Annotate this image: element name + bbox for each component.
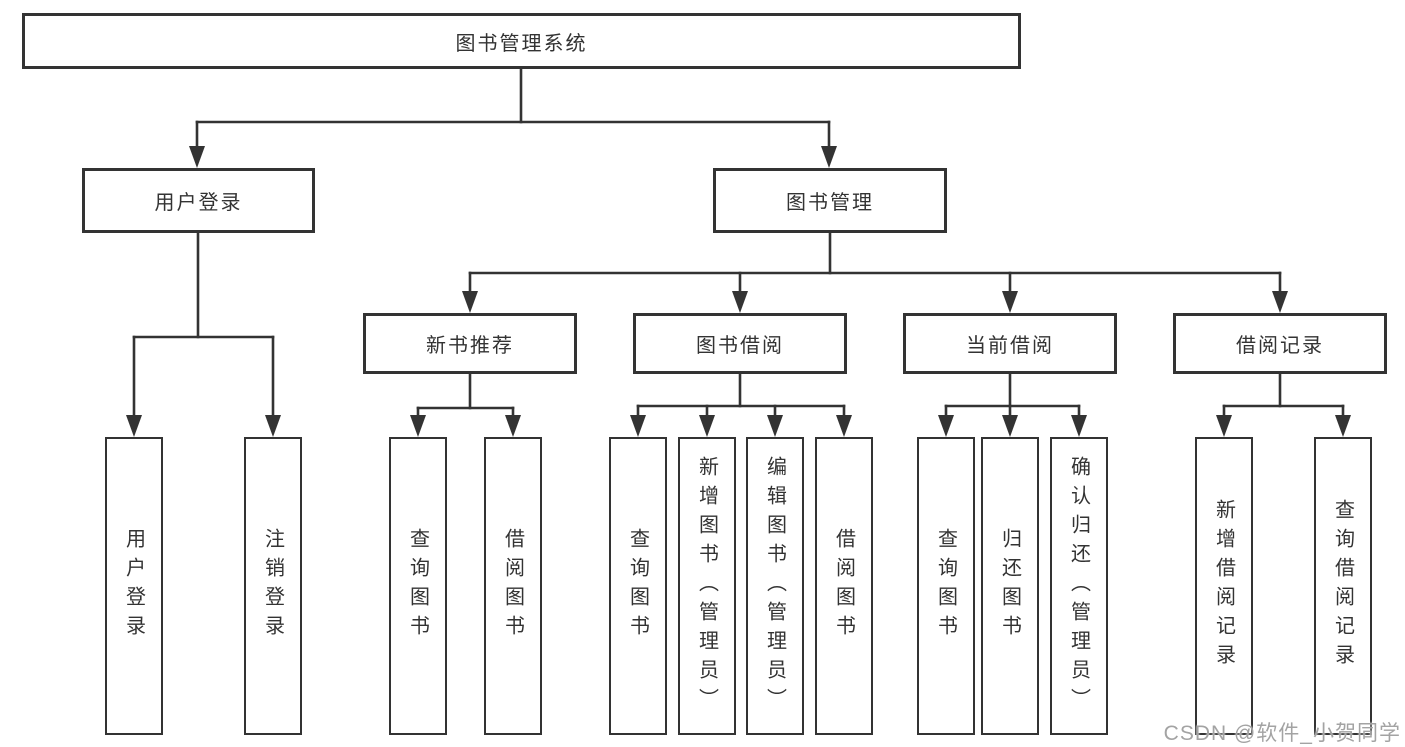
leaf-logout-label: 注销登录 bbox=[261, 528, 284, 644]
leaf-query-books-recommend-label: 查询图书 bbox=[406, 528, 429, 644]
leaf-query-borrow-record: 查询借阅记录 bbox=[1314, 437, 1372, 735]
leaf-borrow-books: 借阅图书 bbox=[815, 437, 873, 735]
node-root: 图书管理系统 bbox=[22, 13, 1021, 69]
leaf-add-borrow-record-label: 新增借阅记录 bbox=[1212, 499, 1235, 673]
leaf-borrow-books-label: 借阅图书 bbox=[832, 528, 855, 644]
leaf-confirm-return-admin: 确认归还（管理员） bbox=[1050, 437, 1108, 735]
node-user-login-label: 用户登录 bbox=[154, 192, 243, 214]
node-new-book-recommend-label: 新书推荐 bbox=[426, 335, 514, 357]
node-root-label: 图书管理系统 bbox=[455, 32, 588, 55]
leaf-edit-book-admin-label: 编辑图书（管理员） bbox=[763, 455, 786, 717]
leaf-query-books-recommend: 查询图书 bbox=[389, 437, 447, 735]
arrowheads bbox=[126, 146, 1351, 437]
leaf-user-login: 用户登录 bbox=[105, 437, 163, 735]
leaf-add-borrow-record: 新增借阅记录 bbox=[1195, 437, 1253, 735]
leaf-edit-book-admin: 编辑图书（管理员） bbox=[746, 437, 804, 735]
leaf-query-books-borrow: 查询图书 bbox=[609, 437, 667, 735]
node-book-borrow-label: 图书借阅 bbox=[696, 335, 784, 357]
leaf-add-book-admin: 新增图书（管理员） bbox=[678, 437, 736, 735]
leaf-query-books-borrow-label: 查询图书 bbox=[626, 528, 649, 644]
csdn-watermark: CSDN @软件_小贺同学 bbox=[1163, 722, 1401, 745]
leaf-query-books-current-label: 查询图书 bbox=[934, 528, 957, 644]
leaf-confirm-return-admin-label: 确认归还（管理员） bbox=[1067, 455, 1090, 717]
node-borrow-records: 借阅记录 bbox=[1173, 313, 1387, 374]
node-user-login: 用户登录 bbox=[82, 168, 315, 233]
leaf-user-login-label: 用户登录 bbox=[122, 528, 145, 644]
leaf-logout: 注销登录 bbox=[244, 437, 302, 735]
node-book-borrow: 图书借阅 bbox=[633, 313, 847, 374]
node-current-borrow: 当前借阅 bbox=[903, 313, 1117, 374]
node-current-borrow-label: 当前借阅 bbox=[966, 335, 1054, 357]
leaf-borrow-books-recommend-label: 借阅图书 bbox=[501, 528, 524, 644]
leaf-return-book-label: 归还图书 bbox=[998, 528, 1021, 644]
leaf-borrow-books-recommend: 借阅图书 bbox=[484, 437, 542, 735]
leaf-query-books-current: 查询图书 bbox=[917, 437, 975, 735]
node-new-book-recommend: 新书推荐 bbox=[363, 313, 577, 374]
node-book-management: 图书管理 bbox=[713, 168, 947, 233]
node-borrow-records-label: 借阅记录 bbox=[1236, 335, 1324, 357]
leaf-query-borrow-record-label: 查询借阅记录 bbox=[1331, 499, 1354, 673]
leaf-add-book-admin-label: 新增图书（管理员） bbox=[695, 455, 718, 717]
leaf-return-book: 归还图书 bbox=[981, 437, 1039, 735]
node-book-management-label: 图书管理 bbox=[786, 192, 874, 214]
